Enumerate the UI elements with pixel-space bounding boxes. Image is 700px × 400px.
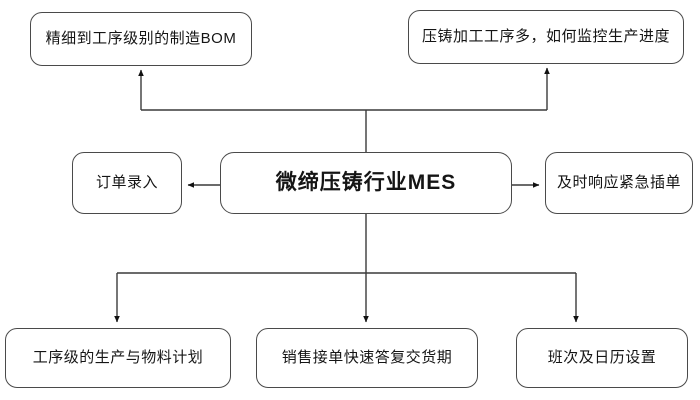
connector-mes-to-bottom-bus <box>117 214 576 274</box>
node-sales-delivery-reply[interactable]: 销售接单快速答复交货期 <box>256 328 478 388</box>
node-label: 压铸加工工序多，如何监控生产进度 <box>421 28 670 46</box>
connector-mes-to-top-bus <box>141 109 547 152</box>
node-label: 销售接单快速答复交货期 <box>281 349 453 367</box>
node-label: 工序级的生产与物料计划 <box>32 349 204 367</box>
node-production-material-plan[interactable]: 工序级的生产与物料计划 <box>5 328 231 388</box>
node-production-monitoring[interactable]: 压铸加工工序多，如何监控生产进度 <box>408 10 684 64</box>
node-order-entry[interactable]: 订单录入 <box>72 152 182 214</box>
node-urgent-order-response[interactable]: 及时响应紧急插单 <box>545 152 693 214</box>
node-label: 班次及日历设置 <box>547 349 657 367</box>
node-label: 及时响应紧急插单 <box>556 174 681 192</box>
node-manufacturing-bom[interactable]: 精细到工序级别的制造BOM <box>30 12 252 66</box>
node-label: 订单录入 <box>95 174 158 192</box>
node-shift-calendar-setting[interactable]: 班次及日历设置 <box>516 328 688 388</box>
node-center-mes[interactable]: 微缔压铸行业MES <box>220 152 512 214</box>
node-label: 微缔压铸行业MES <box>275 170 457 194</box>
node-label: 精细到工序级别的制造BOM <box>45 30 237 48</box>
